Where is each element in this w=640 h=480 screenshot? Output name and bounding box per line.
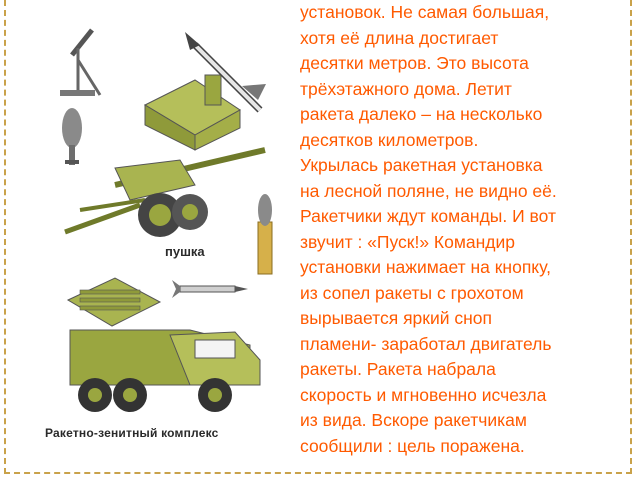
text-line: вырывается яркий сноп [300, 308, 492, 328]
gun-caption: пушка [165, 244, 205, 259]
article-text: установок. Не самая большая, хотя её дли… [300, 0, 610, 459]
complex-caption: Ракетно-зенитный комплекс [45, 426, 219, 440]
rocket-illustration [172, 280, 248, 298]
rocket-truck-illustration [66, 277, 261, 412]
text-line: на лесной поляне, не видно её. [300, 180, 557, 201]
missile-launcher-illustration [143, 32, 266, 151]
text-line: десятки метров. Это высота [300, 53, 529, 73]
text-line: Укрылась ракетная установка [300, 155, 543, 175]
text-line: хотя её длина достигает [300, 27, 499, 48]
slide-frame [4, 0, 632, 474]
text-line: скорость и мгновенно исчезла [300, 384, 547, 405]
text-line: звучит : «Пуск!» Командир [300, 231, 515, 252]
text-line: установок. Не самая большая, [300, 2, 550, 22]
mortar-shell-illustration [62, 108, 82, 165]
text-line: Ракетчики ждут команды. И вот [300, 206, 557, 226]
text-line: из вида. Вскоре ракетчикам [300, 410, 527, 430]
text-line: сообщили : цель поражена. [300, 435, 525, 456]
mortar-illustration [60, 28, 102, 96]
field-gun-illustration [64, 147, 266, 237]
text-line: ракеты. Ракета набрала [300, 359, 496, 379]
text-line: установки нажимает на кнопку, [300, 257, 552, 277]
artillery-shell-illustration [257, 194, 273, 275]
text-line: из сопел ракеты с грохотом [300, 282, 524, 303]
text-line: десятков километров. [300, 129, 479, 150]
text-line: ракета далеко – на несколько [300, 104, 543, 124]
military-illustrations [60, 28, 273, 412]
text-line: пламени- заработал двигатель [300, 333, 552, 354]
text-line: трёхэтажного дома. Летит [300, 78, 512, 99]
